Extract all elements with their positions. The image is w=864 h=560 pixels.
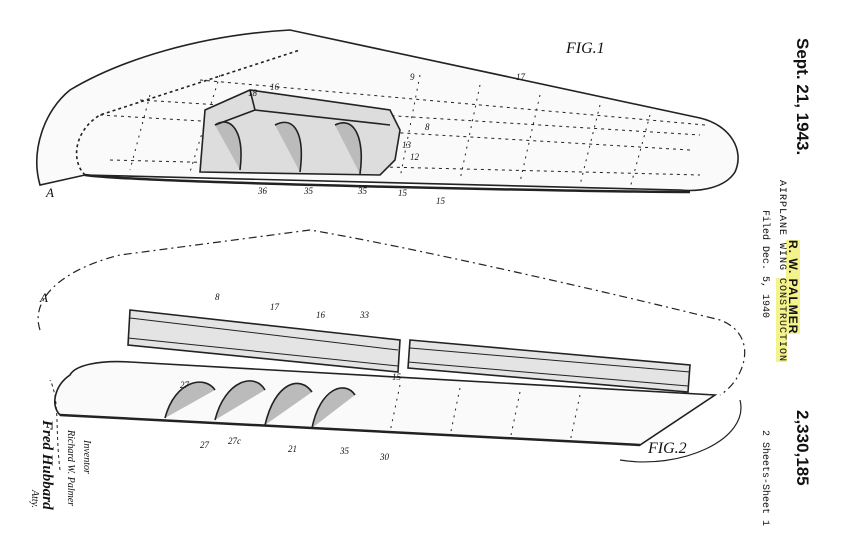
ref-numeral: 18 [248,88,257,98]
attorney-signature: Fred Hubbard [39,420,55,510]
ref-numeral: 33 [360,310,369,320]
title-part2: CONSTRUCTION [776,278,787,363]
filed-date: Filed Dec. 5, 1940 [759,210,770,319]
ref-numeral: 36 [258,186,267,196]
inventor-text: R. W. PALMER [786,240,800,335]
ref-numeral: 35 [358,186,367,196]
ref-numeral: A [46,185,54,200]
ref-numeral: 13 [402,140,411,150]
inventor-name: R. W. PALMER [786,240,800,335]
ref-numeral: 27c [228,436,241,446]
fig2-label: FIG.2 [648,440,687,457]
ref-numeral: 30 [380,452,389,462]
ref-numeral: 17 [270,302,279,312]
ref-numeral: 15 [398,188,407,198]
inventor-label: Inventor [81,440,92,474]
title-part1: AIRPLANE WING [776,180,787,279]
ref-numeral: 15 [436,196,445,206]
fig2-wing [37,229,746,463]
patent-number: 2,330,185 [793,410,812,486]
sheet-info: 2 Sheets-Sheet 1 [759,430,770,527]
inventor-signature-name: Richard W. Palmer [65,430,76,507]
ref-numeral: 35 [340,446,349,456]
patent-date: Sept. 21, 1943. [793,38,812,156]
ref-numeral: 8 [425,122,430,132]
attorney-label: Atty. [29,490,40,509]
ref-numeral: 9 [410,72,415,82]
ref-numeral: 27 [200,440,209,450]
patent-title: AIRPLANE WING CONSTRUCTION [776,180,787,363]
ref-numeral: 21 [288,444,297,454]
ref-numeral: 8 [215,292,220,302]
ref-numeral: 16 [316,310,325,320]
ref-numeral: 17 [516,72,525,82]
ref-numeral: 12 [410,152,419,162]
ref-numeral: 16 [270,82,279,92]
fig1-label: FIG.1 [566,40,605,57]
ref-numeral: 27 [180,380,189,390]
ref-numeral: 35 [304,186,313,196]
ref-numeral: 15 [392,372,401,382]
ref-numeral: A [40,290,48,305]
fig1-wing [36,29,739,194]
